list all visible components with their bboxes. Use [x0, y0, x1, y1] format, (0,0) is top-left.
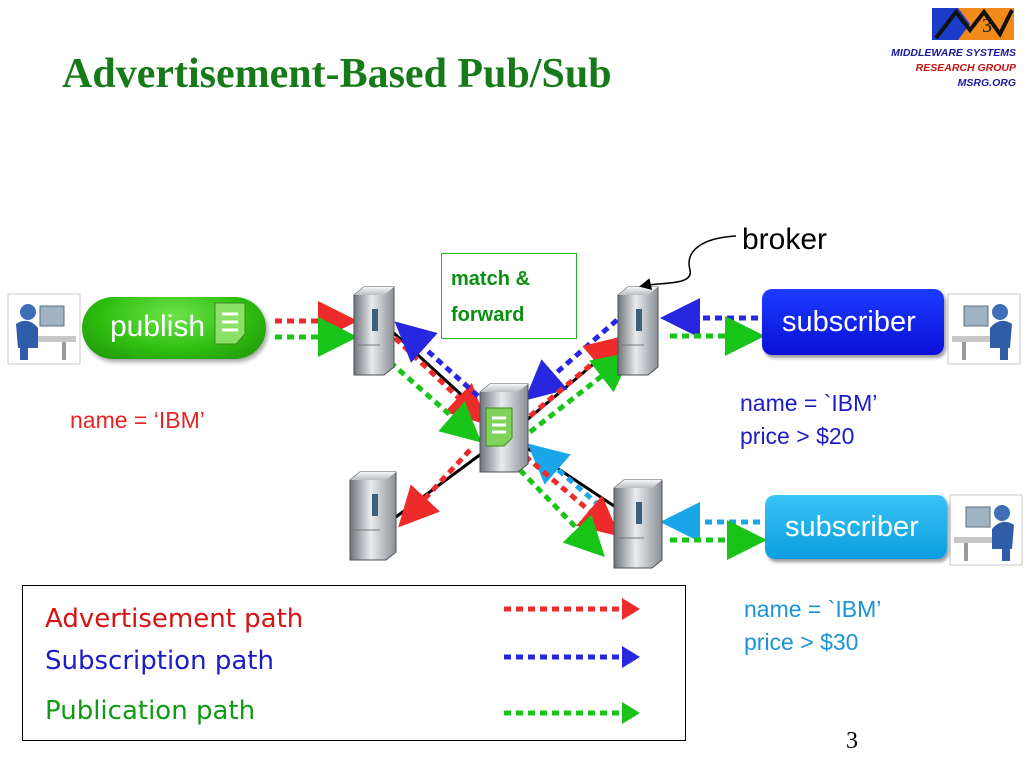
subscriber2-condition: name = `IBM’ price > $30	[744, 593, 881, 659]
logo-zigzag	[934, 8, 1014, 40]
page-number: 3	[846, 728, 858, 754]
adv-arrow-center-b3	[398, 448, 472, 528]
org-line1: MIDDLEWARE SYSTEMS	[891, 47, 1016, 59]
broker-server-1	[353, 286, 395, 376]
message-document-icon	[485, 407, 513, 447]
legend-adv-arrowhead	[622, 598, 640, 620]
advertisement-condition: name = ‘IBM’	[70, 407, 205, 433]
pub-arrow-center-b2	[528, 351, 633, 434]
legend-publication: Publication path	[45, 696, 256, 726]
pub-arrow-b1-center	[388, 360, 482, 443]
sub-arrow-center-b1	[394, 321, 480, 398]
subscriber2-condition-name: name = `IBM’	[744, 596, 882, 622]
match-line2: forward	[451, 304, 525, 326]
subscriber1-condition-name: name = `IBM’	[740, 390, 878, 416]
slide-title: Advertisement-Based Pub/Sub	[62, 51, 612, 97]
broker-server-3	[349, 471, 397, 561]
subscriber1-user-icon	[947, 293, 1021, 365]
legend-subscription: Subscription path	[45, 646, 274, 676]
legend-sub-arrowhead	[622, 646, 640, 668]
logo-number: 3	[982, 15, 992, 37]
subscriber1-condition-price: price > $20	[740, 423, 855, 449]
pub-arrow-center-b4	[518, 468, 605, 558]
broker-server-2	[617, 286, 659, 376]
subscriber1-condition: name = `IBM’ price > $20	[740, 387, 877, 453]
subscriber2-node: subscriber	[765, 495, 947, 559]
match-line1: match &	[451, 268, 530, 290]
msrg-logo: 3	[932, 8, 1014, 40]
org-name: MIDDLEWARE SYSTEMS RESEARCH GROUP MSRG.O…	[891, 46, 1016, 91]
publisher-label: publish	[110, 310, 206, 343]
adv-arrow-center-b4	[523, 454, 620, 537]
subscriber1-node: subscriber	[762, 289, 944, 355]
broker-server-4	[613, 479, 663, 569]
subscriber2-condition-price: price > $30	[744, 629, 859, 655]
legend-advertisement: Advertisement path	[45, 604, 304, 634]
publish-document-icon	[214, 302, 246, 345]
broker-label: broker	[742, 223, 828, 256]
org-line3: MSRG.ORG	[957, 77, 1016, 89]
broker-callout-arrow	[639, 235, 737, 290]
match-forward-box: match & forward	[441, 253, 577, 339]
subscriber2-user-icon	[949, 494, 1023, 566]
legend-pub-arrowhead	[622, 702, 640, 724]
legend-box	[22, 585, 686, 741]
sub-arrow-b2-center	[524, 318, 619, 401]
publisher-user-icon	[7, 293, 81, 365]
org-line2: RESEARCH GROUP	[915, 62, 1016, 74]
